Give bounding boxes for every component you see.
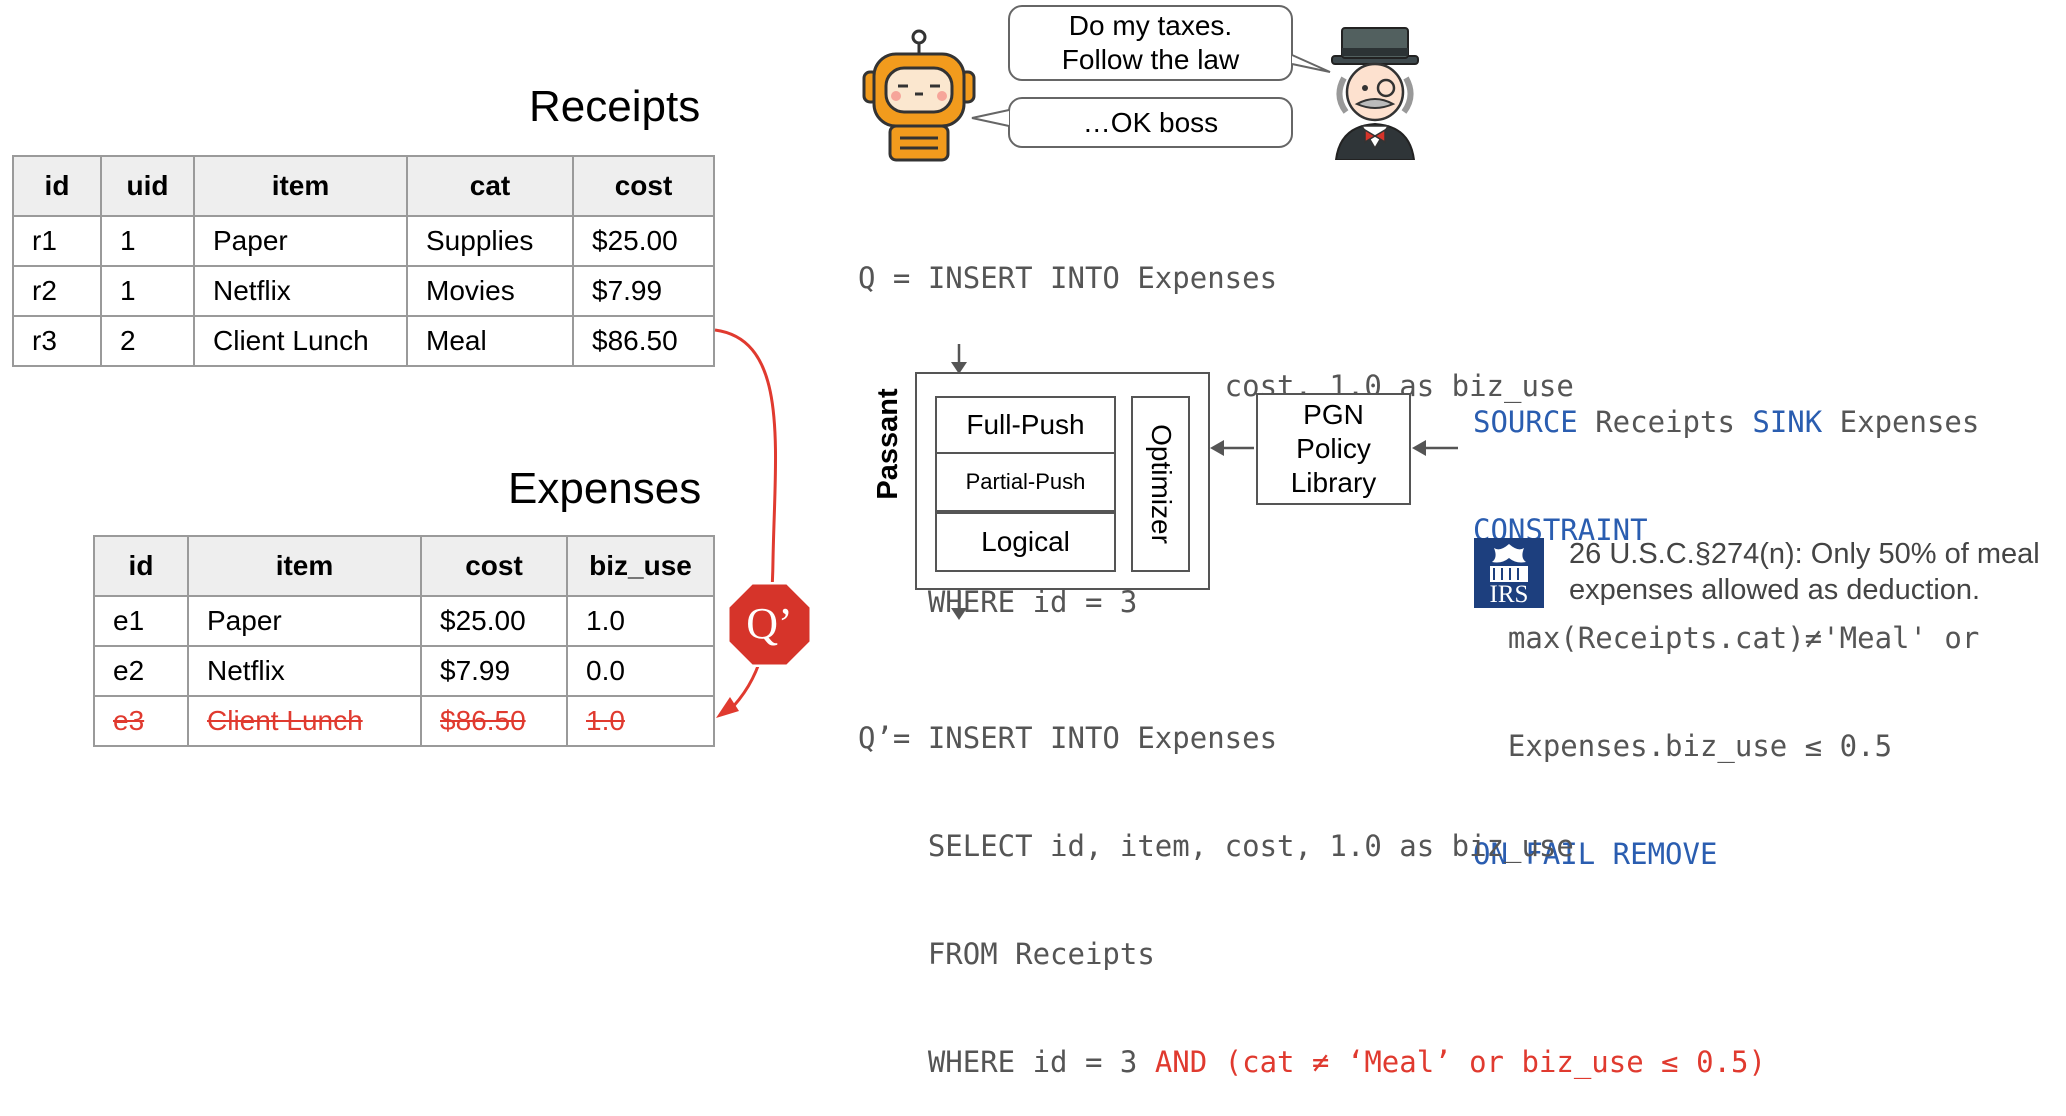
table-cell: $7.99 — [420, 645, 568, 697]
table-cell: $25.00 — [420, 595, 568, 647]
bubble-text: …OK boss — [1082, 106, 1219, 138]
optimizer-block: Optimizer — [1131, 396, 1190, 572]
stop-sign-label: Q’ — [746, 599, 793, 648]
table-cell: Paper — [193, 215, 408, 267]
table-cell: Movies — [406, 265, 574, 317]
pgn-line: Library — [1290, 467, 1377, 498]
table-cell: Meal — [406, 315, 574, 367]
expenses-header-row: id item cost biz_use — [93, 535, 715, 597]
column-header: biz_use — [566, 535, 715, 597]
code-line: Q’= INSERT INTO Expenses — [858, 721, 1278, 755]
table-cell: 1 — [100, 265, 195, 317]
full-push-block: Full-Push — [935, 396, 1116, 454]
irs-logo-text: IRS — [1489, 581, 1529, 608]
table-cell: $86.50 — [572, 315, 715, 367]
column-header: cost — [572, 155, 715, 217]
table-cell: e3 — [93, 695, 189, 747]
table-cell: Supplies — [406, 215, 574, 267]
table-row: e2 Netflix $7.99 0.0 — [93, 645, 715, 697]
receipts-title: Receipts — [529, 82, 701, 131]
pgn-line: PGN — [1303, 399, 1364, 430]
irs-logo-icon: IRS — [1474, 538, 1544, 608]
table-cell: Client Lunch — [187, 695, 422, 747]
code-line: FROM Receipts — [858, 937, 1155, 971]
column-header: id — [93, 535, 189, 597]
table-cell: $7.99 — [572, 265, 715, 317]
table-cell: Paper — [187, 595, 422, 647]
code-line: Expenses.biz_use ≤ 0.5 — [1473, 729, 1893, 763]
logical-block: Logical — [935, 512, 1116, 572]
code-text: Expenses — [1822, 405, 1980, 439]
table-cell: e2 — [93, 645, 189, 697]
table-cell: 0.0 — [566, 645, 715, 697]
column-header: uid — [100, 155, 195, 217]
column-header: cost — [420, 535, 568, 597]
note-line: expenses allowed as deduction. — [1569, 574, 1981, 606]
code-line: WHERE id = 3 AND (cat ≠ ‘Meal’ or biz_us… — [858, 1044, 1766, 1080]
code-line: Q = INSERT INTO Expenses — [858, 261, 1278, 295]
column-header: item — [187, 535, 422, 597]
keyword: SINK — [1752, 405, 1823, 439]
stop-sign-icon: Q’ — [726, 581, 813, 668]
removed-table-row: e3 Client Lunch $86.50 1.0 — [93, 695, 715, 747]
code-text: Receipts — [1577, 405, 1753, 439]
expenses-title: Expenses — [508, 464, 702, 513]
partial-push-block: Partial-Push — [935, 454, 1116, 512]
pgn-line: Policy — [1296, 433, 1371, 464]
table-row: r1 1 Paper Supplies $25.00 — [12, 215, 715, 267]
table-row: r3 2 Client Lunch Meal $86.50 — [12, 315, 715, 367]
added-predicate: AND (cat ≠ ‘Meal’ or biz_use ≤ 0.5) — [1137, 1045, 1766, 1079]
code-line: SELECT id, item, cost, 1.0 as biz_use — [858, 829, 1574, 863]
code-text: WHERE id = 3 — [858, 1045, 1138, 1079]
optimizer-label: Optimizer — [1145, 424, 1177, 544]
table-cell: 1 — [100, 215, 195, 267]
table-row: e1 Paper $25.00 1.0 — [93, 595, 715, 647]
irs-note: 26 U.S.C.§274(n): Only 50% of meal expen… — [1569, 536, 2040, 608]
receipts-header-row: id uid item cat cost — [12, 155, 715, 217]
speech-tails — [971, 54, 1331, 127]
flow-arrows — [951, 344, 1458, 620]
monopoly-man-icon — [1322, 26, 1428, 161]
code-line: SOURCE Receipts SINK Expenses — [1473, 404, 1979, 440]
code-line: max(Receipts.cat)≠'Meal' or — [1473, 621, 1980, 655]
table-cell: r1 — [12, 215, 102, 267]
robot-icon — [860, 28, 978, 162]
user-speech-bubble: Do my taxes. Follow the law — [1008, 5, 1293, 81]
column-header: cat — [406, 155, 574, 217]
table-cell: 1.0 — [566, 595, 715, 647]
pgn-policy-library: PGN Policy Library — [1256, 393, 1411, 505]
bubble-line: Follow the law — [1061, 44, 1240, 75]
table-cell: $25.00 — [572, 215, 715, 267]
table-cell: Client Lunch — [193, 315, 408, 367]
column-header: item — [193, 155, 408, 217]
table-cell: r3 — [12, 315, 102, 367]
table-cell: e1 — [93, 595, 189, 647]
table-cell: Netflix — [193, 265, 408, 317]
keyword: SOURCE — [1473, 405, 1578, 439]
table-row: r2 1 Netflix Movies $7.99 — [12, 265, 715, 317]
table-cell: $86.50 — [420, 695, 568, 747]
passant-label: Passant — [872, 388, 904, 500]
code-line: WHERE id = 3 — [858, 585, 1138, 619]
table-cell: Netflix — [187, 645, 422, 697]
table-cell: r2 — [12, 265, 102, 317]
query-q-prime: Q’= INSERT INTO Expenses SELECT id, item… — [858, 648, 1766, 1116]
bubble-line: Do my taxes. — [1068, 10, 1233, 41]
note-line: 26 U.S.C.§274(n): Only 50% of meal — [1569, 538, 2040, 570]
table-cell: 2 — [100, 315, 195, 367]
rewrite-arrow — [714, 328, 778, 718]
column-header: id — [12, 155, 102, 217]
table-cell: 1.0 — [566, 695, 715, 747]
expenses-table: id item cost biz_use e1 Paper $25.00 1.0… — [93, 535, 715, 747]
receipts-table: id uid item cat cost r1 1 Paper Supplies… — [12, 155, 715, 367]
